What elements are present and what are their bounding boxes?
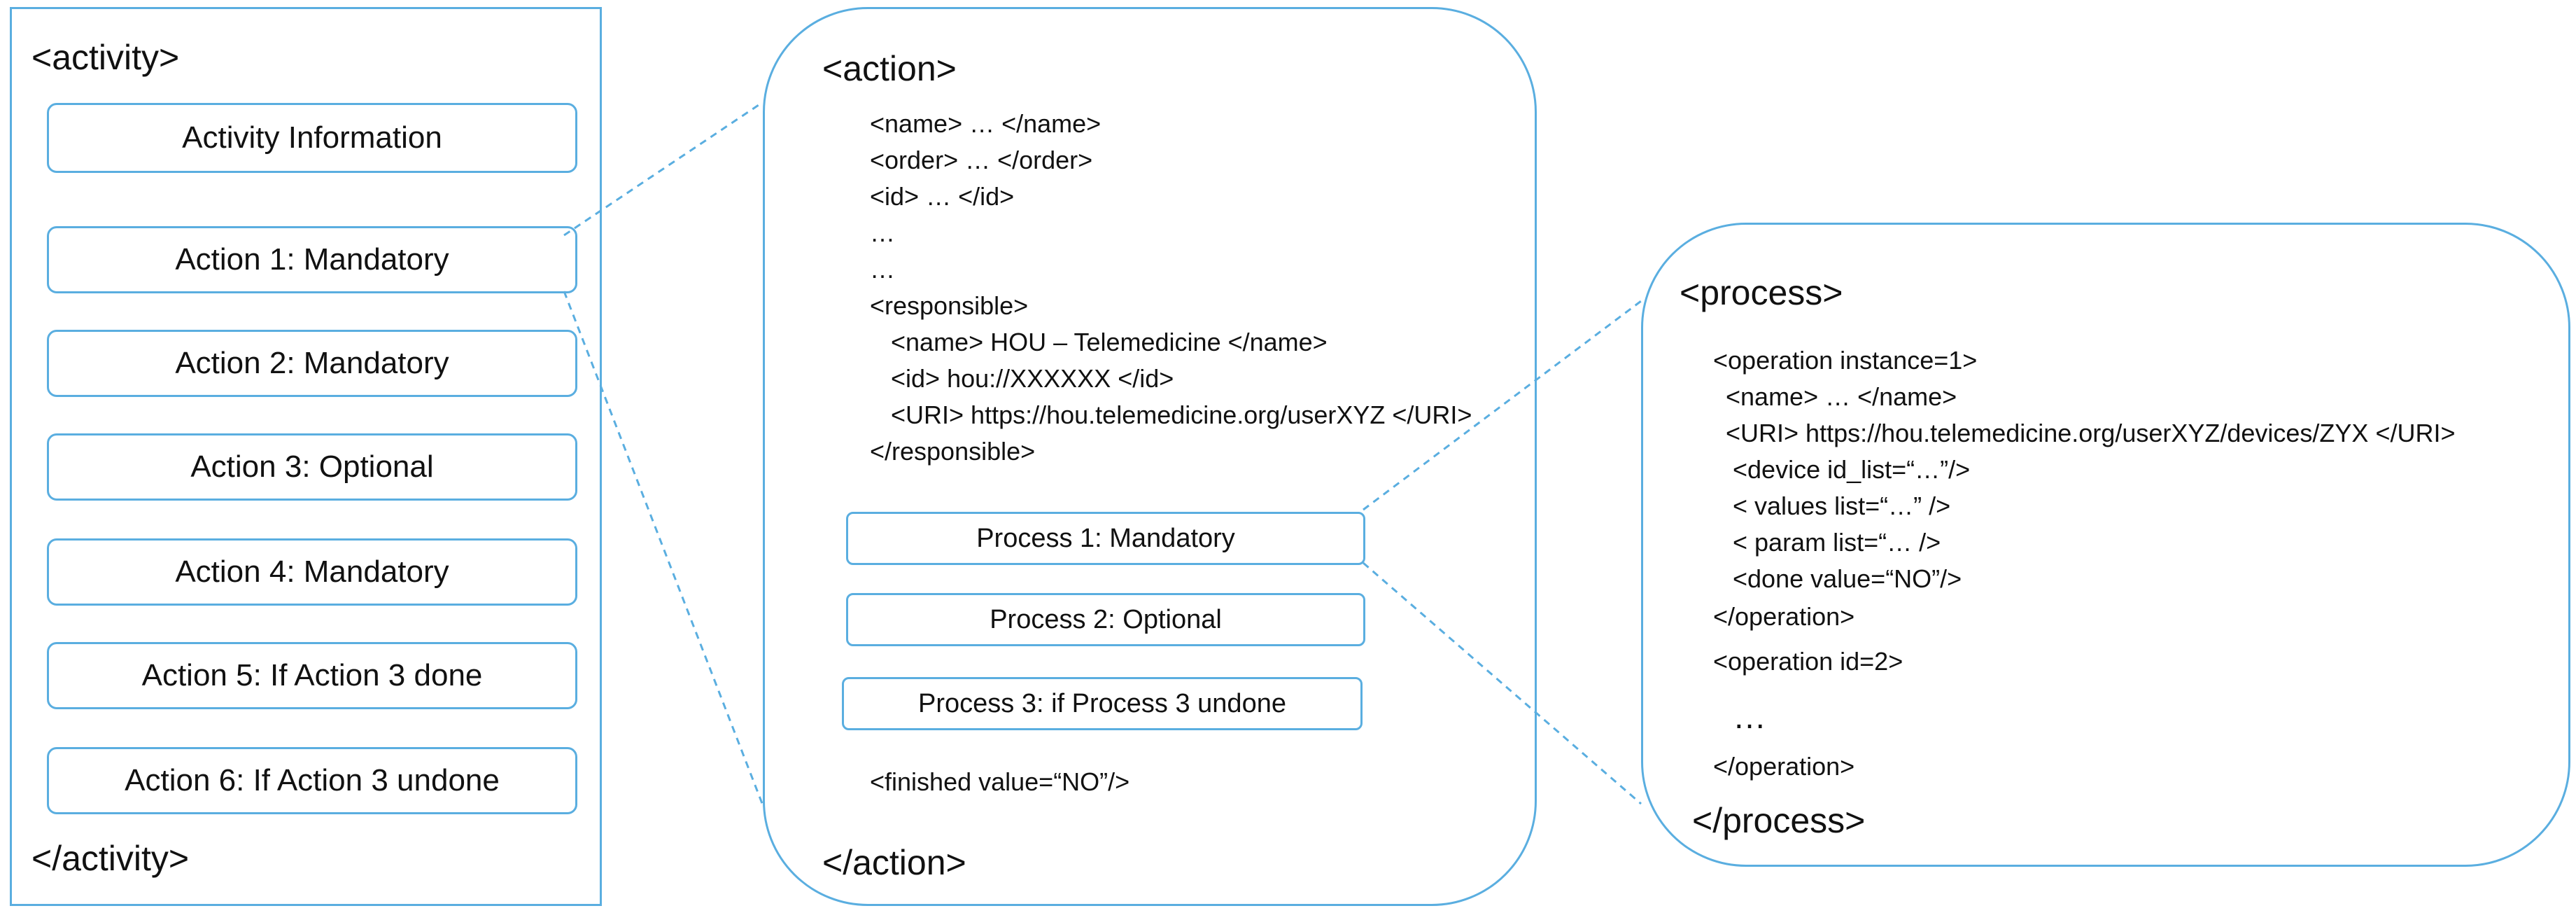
done-value-line: <done value=“NO”/>: [1733, 564, 1962, 593]
activity-panel: <activity> Activity Information Action 1…: [10, 7, 602, 906]
action-open-tag: <action>: [822, 49, 957, 88]
operation-close-line: </operation>: [1713, 602, 1855, 631]
operation-2-line: <operation id=2>: [1713, 647, 1903, 676]
operation-uri-line: <URI> https://hou.telemedicine.org/userX…: [1726, 419, 2456, 447]
action-ellipsis-line: …: [870, 255, 895, 284]
responsible-close-line: </responsible>: [870, 437, 1036, 466]
process-panel: <process> <operation instance=1> <name> …: [1641, 223, 2570, 867]
action-3-box: Action 3: Optional: [47, 433, 577, 501]
action-id-line: <id> … </id>: [870, 182, 1015, 211]
responsible-open-line: <responsible>: [870, 291, 1029, 320]
process-close-tag: </process>: [1692, 801, 1866, 840]
responsible-uri-line: <URI> https://hou.telemedicine.org/userX…: [891, 400, 1472, 429]
action-name-line: <name> … </name>: [870, 109, 1102, 138]
operation-open-line: <operation instance=1>: [1713, 346, 1978, 375]
process-2-box: Process 2: Optional: [846, 593, 1365, 646]
action-6-box: Action 6: If Action 3 undone: [47, 747, 577, 814]
action-2-box: Action 2: Mandatory: [47, 330, 577, 397]
device-list-line: <device id_list=“…”/>: [1733, 455, 1971, 484]
activity-close-tag: </activity>: [31, 839, 190, 878]
operation-ellipsis: …: [1733, 699, 1766, 736]
values-list-line: < values list=“…” />: [1733, 492, 1951, 520]
action-1-box: Action 1: Mandatory: [47, 226, 577, 293]
finished-line: <finished value=“NO”/>: [870, 767, 1130, 796]
responsible-name-line: <name> HOU – Telemedicine </name>: [891, 328, 1328, 356]
action-ellipsis-line: …: [870, 218, 895, 247]
action-4-box: Action 4: Mandatory: [47, 538, 577, 606]
activity-open-tag: <activity>: [31, 38, 180, 77]
activity-information-box: Activity Information: [47, 103, 577, 173]
action-panel: <action> <name> … </name> <order> … </or…: [763, 7, 1537, 906]
responsible-id-line: <id> hou://XXXXXX </id>: [891, 364, 1174, 393]
action-close-tag: </action>: [822, 843, 966, 882]
param-list-line: < param list=“… />: [1733, 528, 1941, 557]
process-3-box: Process 3: if Process 3 undone: [842, 677, 1363, 730]
operation-name-line: <name> … </name>: [1726, 382, 1957, 411]
action-5-box: Action 5: If Action 3 done: [47, 642, 577, 709]
process-1-box: Process 1: Mandatory: [846, 512, 1365, 565]
action-order-line: <order> … </order>: [870, 146, 1093, 174]
operation-close-line-2: </operation>: [1713, 752, 1855, 781]
process-open-tag: <process>: [1680, 273, 1843, 312]
